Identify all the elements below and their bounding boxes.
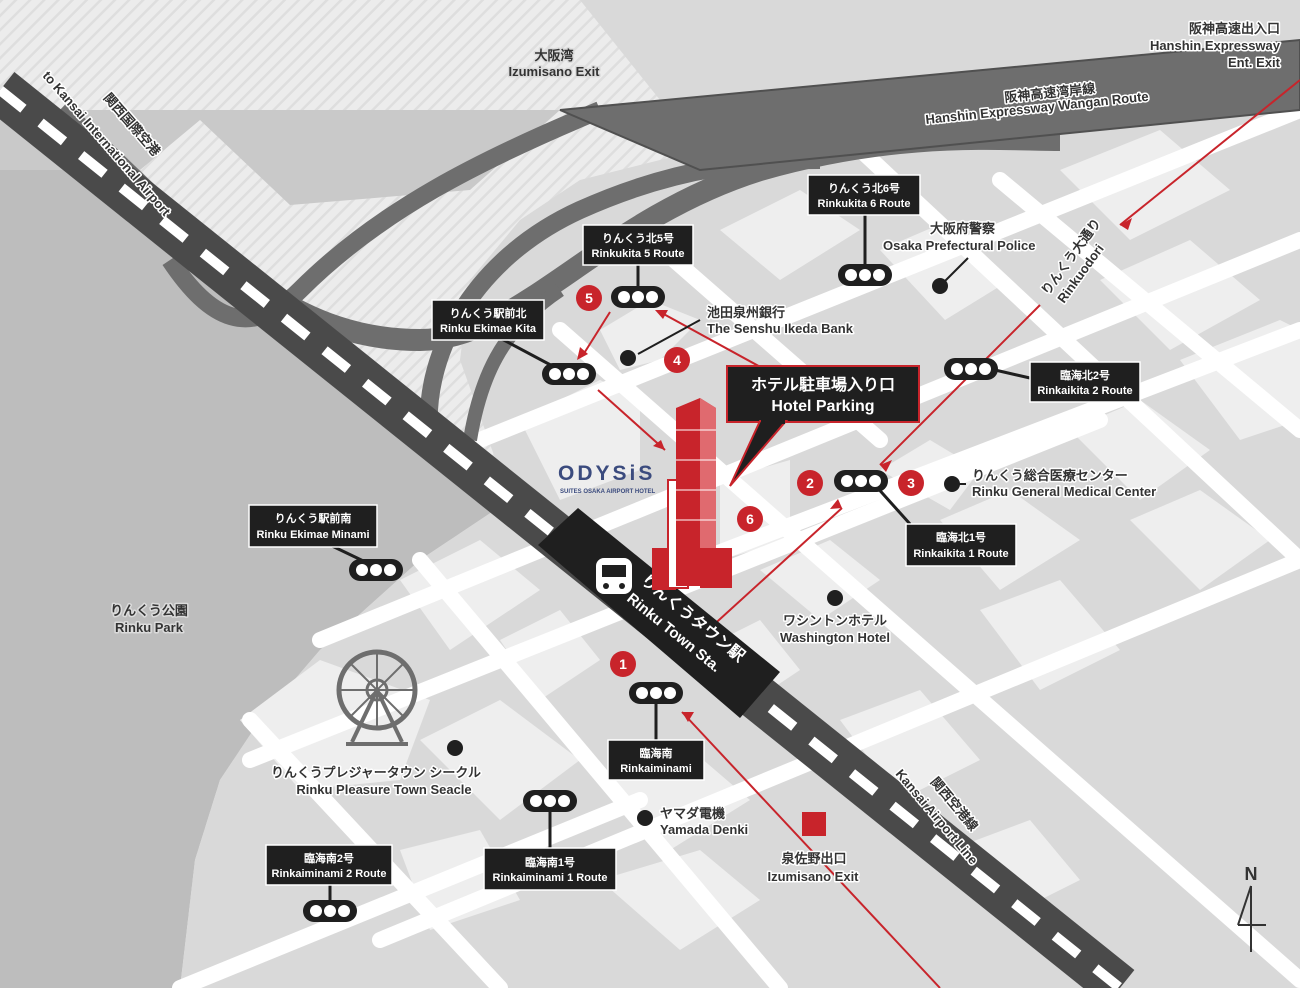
train-icon xyxy=(596,558,632,594)
police-en: Osaka Prefectural Police xyxy=(883,238,1035,253)
route-signs xyxy=(248,174,1141,891)
sign-rinkaiminami1 xyxy=(483,847,617,891)
sign-rinkaiminami-en: Rinkaiminami xyxy=(620,763,692,775)
sign-rinkaiminami2-jp: 臨海南2号 xyxy=(304,851,354,865)
bay-water xyxy=(0,110,560,205)
seacle-jp: りんくうプレジャータウン シークル xyxy=(271,765,481,780)
sign-rinkaiminami1-jp: 臨海南1号 xyxy=(525,855,575,869)
yamada-denki-en: Yamada Denki xyxy=(660,822,748,837)
sign-rinkukita5-en: Rinkukita 5 Route xyxy=(592,248,685,260)
parking-label-jp: ホテル駐車場入り口 xyxy=(751,375,895,394)
osaka-bay-jp: 大阪湾 xyxy=(534,48,573,63)
hanshin-entrance-en1: Hanshin Expressway xyxy=(1150,38,1281,53)
odysis-logo: ODYSiS xyxy=(558,462,655,485)
sign-rinkaiminami2 xyxy=(265,844,393,886)
sign-rinkaiminami1-en: Rinkaiminami 1 Route xyxy=(493,872,608,884)
sign-rinkaikita2-en: Rinkaikita 2 Route xyxy=(1037,385,1132,397)
sign-rinkaiminami xyxy=(607,739,705,781)
park-water xyxy=(0,170,510,988)
marker-1-label: 1 xyxy=(619,656,627,672)
access-routes xyxy=(582,79,1300,988)
sign-ekimaeminami xyxy=(248,504,378,548)
seacle-en: Rinku Pleasure Town Seacle xyxy=(296,782,471,797)
sign-ekimaekita xyxy=(431,299,545,341)
hotel-parking-callout: ホテル駐車場入り口 Hotel Parking xyxy=(726,365,920,487)
sign-rinkukita6-jp: りんくう北6号 xyxy=(828,181,900,195)
north-label: N xyxy=(1245,864,1258,884)
hanshin-entrance-en2: Ent. Exit xyxy=(1228,55,1281,70)
marker-2-label: 2 xyxy=(806,475,814,491)
washington-hotel-en: Washington Hotel xyxy=(780,630,890,645)
marker-5 xyxy=(576,285,602,311)
sign-rinkaikita1 xyxy=(905,523,1017,567)
hotel-building xyxy=(652,398,732,590)
sign-rinkaiminami2-en: Rinkaiminami 2 Route xyxy=(272,868,387,880)
sign-rinkukita5 xyxy=(582,224,694,266)
izumisano-exit-top-en: Izumisano Exit xyxy=(508,64,600,79)
sign-ekimaeminami-en: Rinku Ekimae Minami xyxy=(256,529,369,541)
hanshin-entrance-jp: 阪神高速出入口 xyxy=(1189,21,1280,36)
rinku-park-jp: りんくう公園 xyxy=(110,603,188,618)
sign-ekimaekita-en: Rinku Ekimae Kita xyxy=(440,323,537,335)
numbered-markers xyxy=(576,285,924,677)
odysis-subtitle: SUITES OSAKA AIRPORT HOTEL xyxy=(560,489,656,495)
marker-3 xyxy=(898,470,924,496)
yamada-denki-jp: ヤマダ電機 xyxy=(660,806,725,821)
medical-center-en: Rinku General Medical Center xyxy=(972,484,1156,499)
sign-ekimaekita-jp: りんくう駅前北 xyxy=(450,306,527,320)
rinku-park-en: Rinku Park xyxy=(115,620,184,635)
wangan-expressway xyxy=(560,40,1300,170)
sign-rinkukita5-jp: りんくう北5号 xyxy=(602,231,674,245)
sign-rinkaikita1-en: Rinkaikita 1 Route xyxy=(913,548,1008,560)
izumisano-exit-marker xyxy=(802,812,826,836)
sign-ekimaeminami-jp: りんくう駅前南 xyxy=(275,511,352,525)
medical-center-jp: りんくう総合医療センター xyxy=(972,468,1128,483)
izumisano-exit-jp: 泉佐野出口 xyxy=(781,851,846,866)
bank-en: The Senshu Ikeda Bank xyxy=(707,321,854,336)
marker-6-label: 6 xyxy=(746,511,754,527)
washington-hotel-jp: ワシントンホテル xyxy=(783,613,887,628)
police-jp: 大阪府警察 xyxy=(930,221,996,236)
bank-jp: 池田泉州銀行 xyxy=(707,305,785,320)
sign-rinkukita6-en: Rinkukita 6 Route xyxy=(818,198,911,210)
sign-rinkukita6 xyxy=(807,174,921,216)
parking-label-en: Hotel Parking xyxy=(771,398,874,415)
sign-rinkaiminami-jp: 臨海南 xyxy=(640,746,673,760)
marker-4 xyxy=(664,347,690,373)
streets xyxy=(172,102,1300,988)
ferris-wheel-icon xyxy=(336,649,418,746)
marker-3-label: 3 xyxy=(907,475,915,491)
marker-6 xyxy=(737,506,763,532)
marker-2 xyxy=(797,470,823,496)
route-arrowheads xyxy=(577,218,1132,722)
marker-1 xyxy=(610,651,636,677)
sign-rinkaikita2 xyxy=(1029,361,1141,403)
sign-rinkaikita2-jp: 臨海北2号 xyxy=(1060,368,1110,382)
marker-5-label: 5 xyxy=(585,290,593,306)
sign-rinkaikita1-jp: 臨海北1号 xyxy=(936,530,986,544)
izumisano-exit-en: Izumisano Exit xyxy=(767,869,859,884)
marker-4-label: 4 xyxy=(673,352,681,368)
north-arrow: N xyxy=(1237,864,1266,952)
